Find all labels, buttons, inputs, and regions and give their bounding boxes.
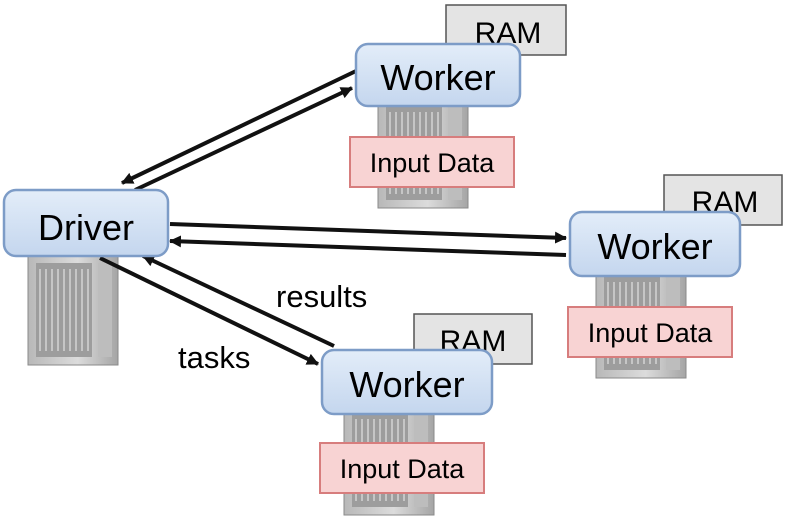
driver-server-icon bbox=[27, 254, 119, 366]
driver-label: Driver bbox=[38, 207, 134, 248]
worker-2-input-data-box bbox=[567, 306, 733, 358]
worker-1-input-data-box bbox=[349, 136, 515, 188]
worker-2: RAM Worker Input Data bbox=[567, 174, 783, 358]
tasks-label: tasks bbox=[178, 340, 250, 375]
worker-2-box bbox=[568, 210, 742, 278]
arrow-results-from-worker-3 bbox=[142, 254, 335, 348]
arrow-driver-to-worker-2 bbox=[169, 222, 567, 244]
worker-2-label: Worker bbox=[597, 226, 712, 267]
worker-1-input-data-label: Input Data bbox=[370, 148, 496, 178]
worker-1-box bbox=[354, 42, 522, 108]
worker-3: RAM Worker Input Data bbox=[319, 313, 533, 494]
results-label: results bbox=[276, 279, 367, 314]
arrow-worker-2-to-driver bbox=[169, 235, 567, 257]
worker-3-label: Worker bbox=[349, 364, 464, 405]
worker-2-input-data-label: Input Data bbox=[588, 318, 714, 348]
arrow-tasks-to-worker-3 bbox=[99, 256, 319, 366]
worker-3-box bbox=[320, 348, 494, 416]
arrow-worker-1-to-driver bbox=[121, 69, 357, 185]
driver-node: Driver bbox=[2, 188, 170, 258]
worker-1: RAM Worker Input Data bbox=[349, 4, 567, 188]
arrow-driver-to-worker-1 bbox=[134, 86, 353, 192]
worker-3-input-data-box bbox=[319, 442, 485, 494]
worker-3-input-data-label: Input Data bbox=[340, 454, 466, 484]
worker-1-label: Worker bbox=[380, 57, 495, 98]
arrows bbox=[99, 69, 567, 366]
